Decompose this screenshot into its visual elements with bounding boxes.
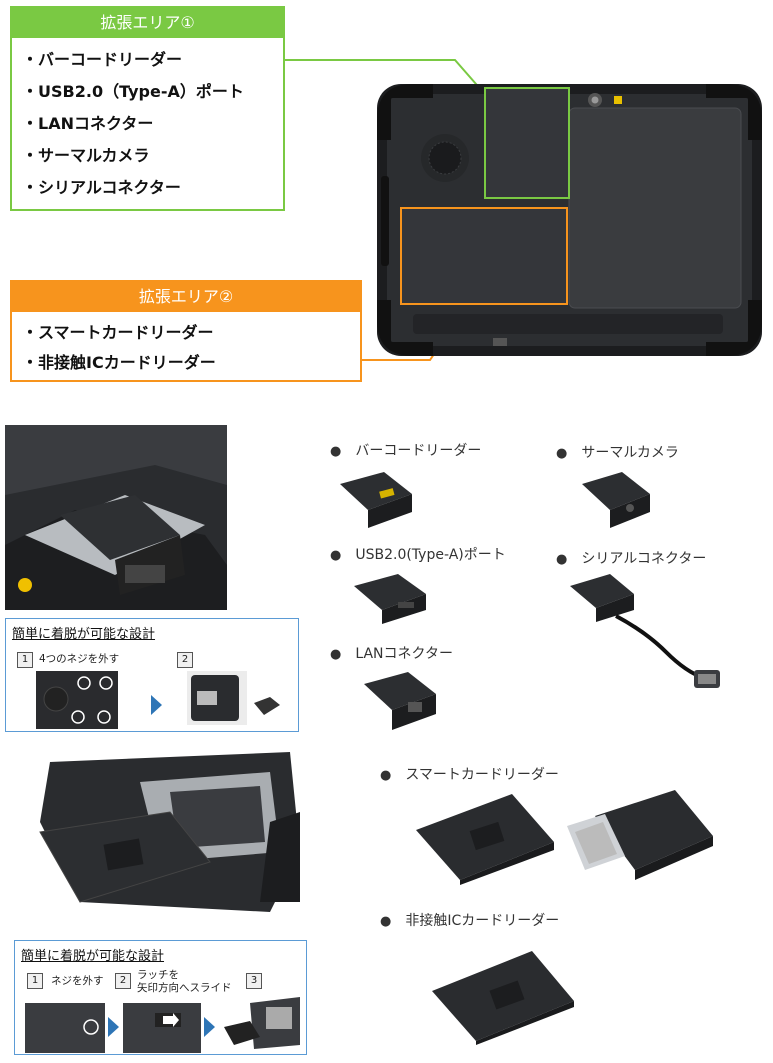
- smartcard-inserted-image: [567, 790, 713, 880]
- module-installation-photo: [5, 425, 227, 610]
- lan-module-image: [364, 672, 436, 730]
- step-arrow-icon: [204, 1017, 215, 1037]
- smartcard-module-image: [416, 794, 554, 885]
- expansion-area-1-list: バーコードリーダー USB2.0（Type-A）ポート LANコネクター サーマ…: [12, 38, 283, 204]
- module-label-usb: USB2.0(Type-A)ポート: [330, 544, 505, 564]
- step-text-line-2: 矢印方向へスライド: [137, 982, 232, 994]
- step-text: 4つのネジを外す: [39, 653, 120, 665]
- list-item: USB2.0（Type-A）ポート: [22, 76, 283, 108]
- module-label-thermal: サーマルカメラ: [556, 442, 679, 462]
- expansion-area-1-callout: 拡張エリア① バーコードリーダー USB2.0（Type-A）ポート LANコネ…: [10, 6, 285, 211]
- module-thumbnail: [252, 695, 282, 719]
- list-item: LANコネクター: [22, 108, 283, 140]
- list-item: バーコードリーダー: [22, 44, 283, 76]
- latch-thumbnail: [123, 1003, 201, 1053]
- module-label-serial: シリアルコネクター: [556, 548, 706, 568]
- removed-card-reader-thumbnail: [220, 993, 302, 1053]
- module-label-smartcard: スマートカードリーダー: [380, 764, 559, 784]
- step-number: 2: [177, 652, 193, 668]
- removed-module-thumbnail: [187, 671, 247, 725]
- contactless-module-image: [432, 951, 574, 1045]
- step-number: 1: [27, 973, 43, 989]
- expansion-area-2-list: スマートカードリーダー 非接触ICカードリーダー: [12, 312, 360, 378]
- barcode-module-image: [340, 472, 412, 528]
- list-item: スマートカードリーダー: [22, 318, 360, 348]
- list-item: 非接触ICカードリーダー: [22, 348, 360, 378]
- expansion-area-2-callout: 拡張エリア② スマートカードリーダー 非接触ICカードリーダー: [10, 280, 362, 382]
- list-item: サーマルカメラ: [22, 140, 283, 172]
- step-number: 1: [17, 652, 33, 668]
- step-number: 3: [246, 973, 262, 989]
- step-text-line-1: ラッチを: [137, 969, 179, 981]
- step-text: ネジを外す: [51, 975, 104, 987]
- module-label-barcode: バーコードリーダー: [330, 440, 481, 460]
- easy-detach-panel-1: 簡単に着脱が可能な設計 1 4つのネジを外す 2: [5, 618, 299, 732]
- easy-detach-panel-2: 簡単に着脱が可能な設計 1 ネジを外す 2 ラッチを 矢印方向へスライド 3: [14, 940, 307, 1055]
- module-label-lan: LANコネクター: [330, 643, 453, 663]
- smartcard-installation-photo: [20, 752, 300, 912]
- step-arrow-icon: [108, 1017, 119, 1037]
- panel-title: 簡単に着脱が可能な設計: [21, 949, 165, 964]
- expansion-area-1-title: 拡張エリア①: [12, 8, 283, 38]
- tablet-rear-image: [377, 84, 762, 356]
- step-arrow-icon: [151, 695, 162, 715]
- panel-title: 簡単に着脱が可能な設計: [12, 627, 156, 642]
- usb-module-image: [354, 574, 426, 624]
- step-number: 2: [115, 973, 131, 989]
- thermal-module-image: [582, 472, 650, 528]
- serial-module-image: [570, 574, 720, 688]
- list-item: シリアルコネクター: [22, 172, 283, 204]
- screw-thumbnail: [25, 1003, 105, 1053]
- module-label-contactless: 非接触ICカードリーダー: [380, 910, 559, 930]
- expansion-area-2-title: 拡張エリア②: [12, 282, 360, 312]
- screws-thumbnail: [36, 671, 118, 729]
